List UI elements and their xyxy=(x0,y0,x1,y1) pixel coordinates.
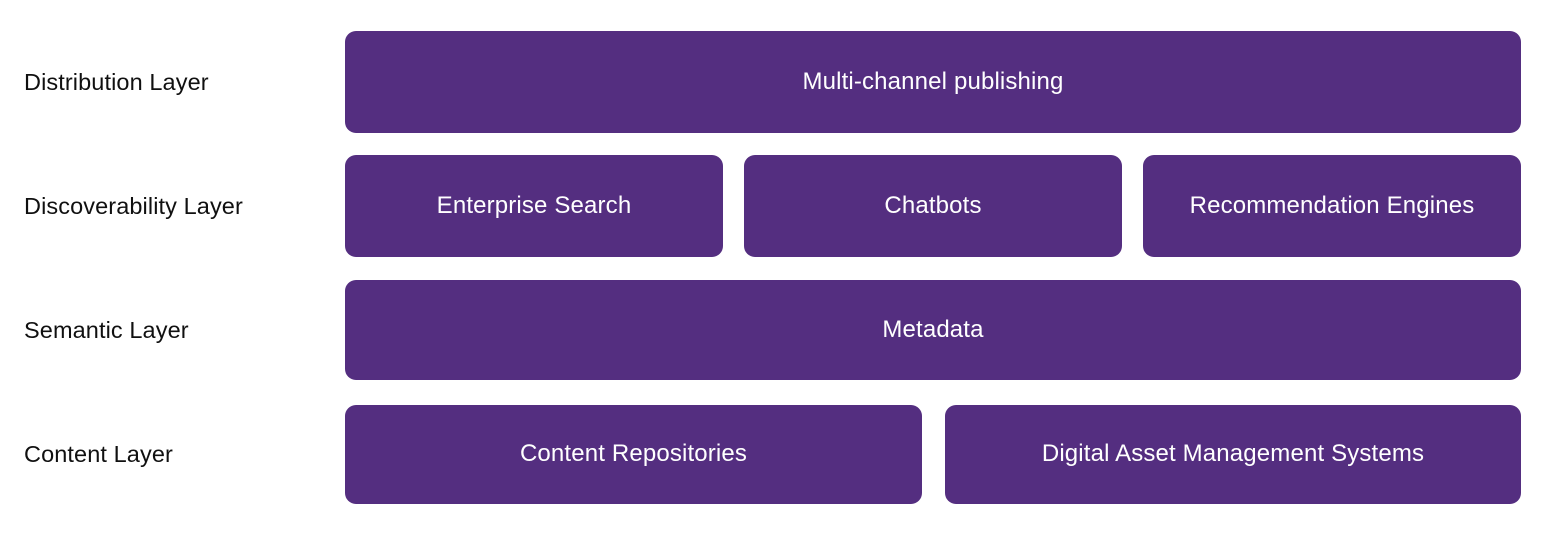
layer-label-distribution: Distribution Layer xyxy=(24,68,209,95)
layer-row-content: Content Layer Content Repositories Digit… xyxy=(0,405,1542,504)
node-digital-asset-management-systems[interactable]: Digital Asset Management Systems xyxy=(945,405,1521,504)
node-multi-channel-publishing[interactable]: Multi-channel publishing xyxy=(345,31,1521,133)
layer-row-semantic: Semantic Layer Metadata xyxy=(0,280,1542,380)
node-chatbots[interactable]: Chatbots xyxy=(744,155,1122,257)
node-recommendation-engines[interactable]: Recommendation Engines xyxy=(1143,155,1521,257)
node-enterprise-search[interactable]: Enterprise Search xyxy=(345,155,723,257)
layer-label-content: Content Layer xyxy=(24,441,173,468)
layer-nodes-distribution: Multi-channel publishing xyxy=(345,31,1542,133)
layer-row-discoverability: Discoverability Layer Enterprise Search … xyxy=(0,155,1542,257)
layer-nodes-discoverability: Enterprise Search Chatbots Recommendatio… xyxy=(345,155,1542,257)
layer-label-discoverability: Discoverability Layer xyxy=(24,192,243,219)
node-content-repositories[interactable]: Content Repositories xyxy=(345,405,922,504)
layer-nodes-semantic: Metadata xyxy=(345,280,1542,380)
layer-nodes-content: Content Repositories Digital Asset Manag… xyxy=(345,405,1542,504)
layer-row-distribution: Distribution Layer Multi-channel publish… xyxy=(0,31,1542,133)
node-metadata[interactable]: Metadata xyxy=(345,280,1521,380)
layer-label-semantic: Semantic Layer xyxy=(24,316,189,343)
